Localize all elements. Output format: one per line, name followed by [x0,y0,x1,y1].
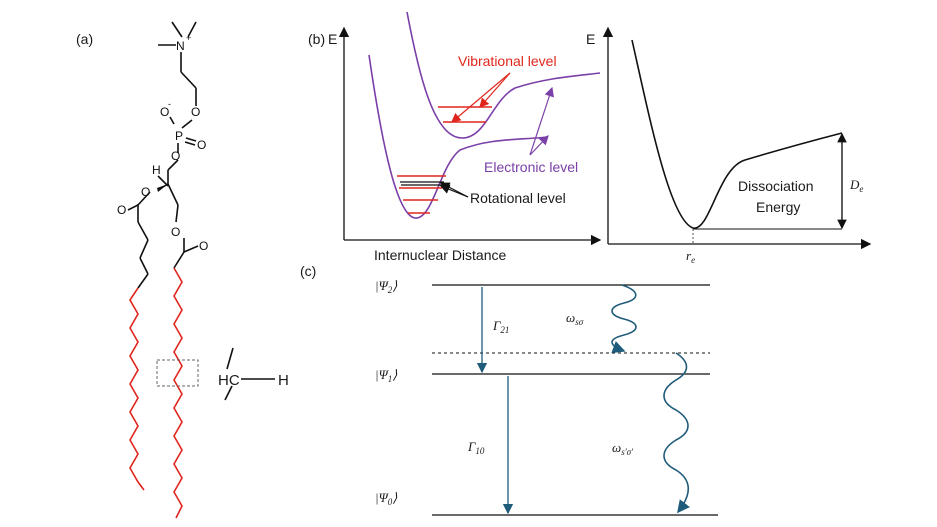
amine-nitrogen: N [176,39,185,53]
carbonyl-oxygen-1: O [117,203,126,217]
dissociation-label: Dissociation [738,178,813,194]
panel-c-label: (c) [300,263,316,279]
panel-a: (a) N + O O - P O O H [76,21,289,519]
electronic-level-label: Electronic level [484,159,578,175]
phosphate-o-minus: O [160,105,169,119]
ch-group: HC H [218,347,289,401]
panel-b: (b) E Internuclear Distance Vibrational … [308,11,872,265]
omega-s-wavy-arrow [611,284,637,354]
gamma10-label: Γ10 [467,439,485,456]
gamma21-label: Γ21 [492,318,509,335]
energy-label: Energy [756,199,800,215]
vibrational-arrow-1 [451,72,511,123]
panel-c: (c) |Ψ2⟩ |Ψ1⟩ |Ψ0⟩ Γ21 Γ10 ωsσ ωs′σ′ [300,263,718,516]
lower-vibrational-lines [397,175,446,214]
phosphate-oxygen-top: O [191,105,200,119]
phosphate-oxygen-double: O [197,138,206,152]
choline-head [158,21,197,106]
phosphorus-atom: P [175,129,183,143]
phosphate-minus-sign: - [168,99,171,109]
rotational-lines [400,181,444,186]
vibrational-level-label: Vibrational level [458,53,557,69]
fatty-chain-right [173,267,183,519]
omega-s-label: ωsσ [566,310,584,327]
vibrational-arrow-2 [479,72,511,108]
ground-potential-curve [368,54,549,219]
omega-s-prime-label: ωs′σ′ [612,440,634,457]
right-axis-e: E [586,31,595,47]
ester-oxygen-2: O [171,225,180,239]
internuclear-distance-label: Internuclear Distance [374,247,507,263]
electronic-arrow-1 [529,135,549,156]
excited-potential-curve [406,11,601,139]
upper-vibrational-lines [438,106,492,123]
carbonyl-oxygen-2: O [199,239,208,253]
backbone-hydrogen: H [152,163,161,177]
electronic-arrow-2 [529,86,554,156]
ch-group-label: HC [218,372,240,389]
left-axis-e: E [328,31,337,47]
amine-charge: + [186,33,191,43]
phosphate-oxygen-ester: O [171,149,180,163]
rotational-arrow-2 [439,184,469,198]
state-0-label: |Ψ0⟩ [375,490,397,507]
rotational-level-label: Rotational level [470,190,566,206]
ch-highlight-box [156,359,199,387]
re-symbol: re [686,248,695,265]
state-2-label: |Ψ2⟩ [375,278,397,295]
de-symbol: De [849,177,863,194]
omega-s-prime-wavy-arrow [663,352,690,514]
morse-potential-curve [631,39,843,229]
panel-b-label: (b) [308,31,325,47]
fatty-chain-left [129,287,145,491]
panel-a-label: (a) [76,31,93,47]
ch-hydrogen: H [278,372,289,389]
state-1-label: |Ψ1⟩ [375,367,397,384]
ester-oxygen-1: O [141,185,150,199]
wedge-bond [157,184,168,192]
